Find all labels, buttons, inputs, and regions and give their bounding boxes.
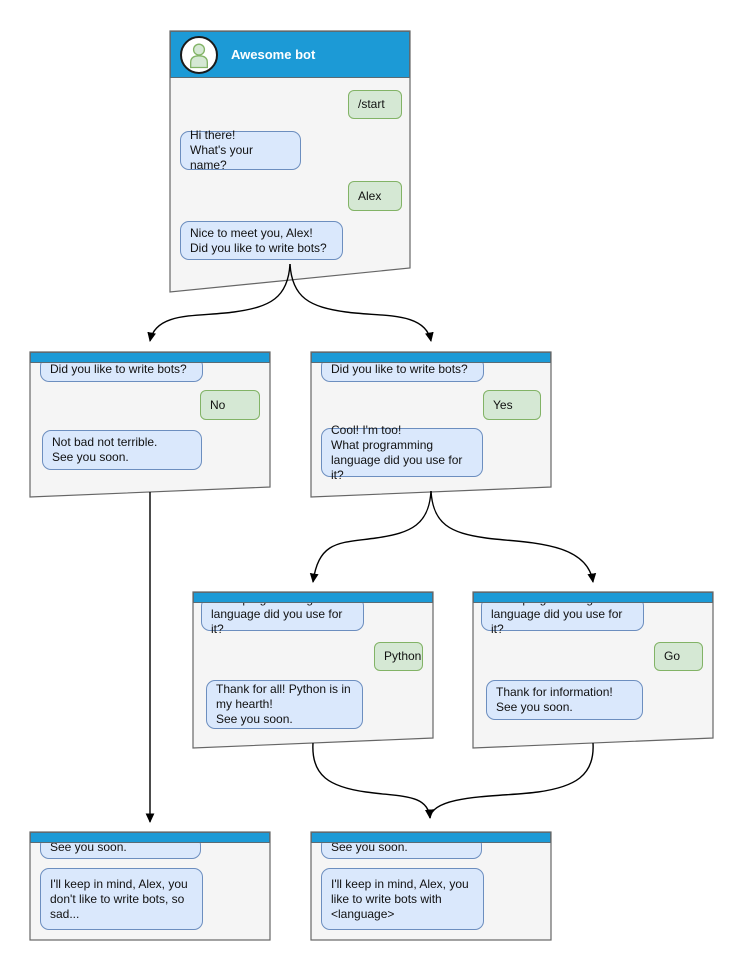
bot-message-bubble: I'll keep in mind, Alex, you don't like …	[40, 868, 203, 930]
chat-header-branch-python	[193, 592, 433, 603]
bot-message-bubble: Thank for information! See you soon.	[486, 680, 643, 720]
bot-message-bubble: Not bad not terrible. See you soon.	[42, 430, 202, 470]
chat-header-branch-go	[473, 592, 713, 603]
bot-message-bubble: Hi there! What's your name?	[180, 128, 301, 172]
bot-message-bubble: Thank for all! Python is in my hearth! S…	[206, 680, 363, 729]
arrow-yes-to-python	[309, 490, 432, 583]
bot-message-bubble: Nice to meet you, Alex! Did you like to …	[180, 221, 343, 260]
user-message-bubble: Yes	[483, 390, 541, 420]
chat-header-end-yes	[311, 832, 551, 843]
chat-header-branch-yes	[311, 352, 551, 363]
arrow-yes-to-go	[430, 490, 597, 583]
avatar	[180, 35, 218, 74]
chat-header-branch-no	[30, 352, 270, 363]
arrow-root-to-no	[147, 263, 291, 342]
bot-message-bubble: Cool! I'm too! What programming language…	[321, 423, 483, 482]
arrow-go-to-end	[429, 742, 594, 819]
user-message-bubble: /start	[348, 90, 402, 119]
user-message-bubble: No	[200, 390, 260, 420]
chat-header-root: Awesome bot	[170, 31, 410, 78]
arrow-python-to-end	[312, 742, 434, 819]
bot-title: Awesome bot	[231, 47, 316, 62]
user-message-bubble: Alex	[348, 181, 402, 211]
arrow-root-to-yes	[289, 263, 434, 342]
person-icon	[190, 43, 208, 68]
user-message-bubble: Go	[654, 642, 703, 671]
user-message-bubble: Python	[374, 642, 423, 671]
bot-message-bubble: I'll keep in mind, Alex, you like to wri…	[321, 868, 484, 930]
chat-header-end-no	[30, 832, 270, 843]
